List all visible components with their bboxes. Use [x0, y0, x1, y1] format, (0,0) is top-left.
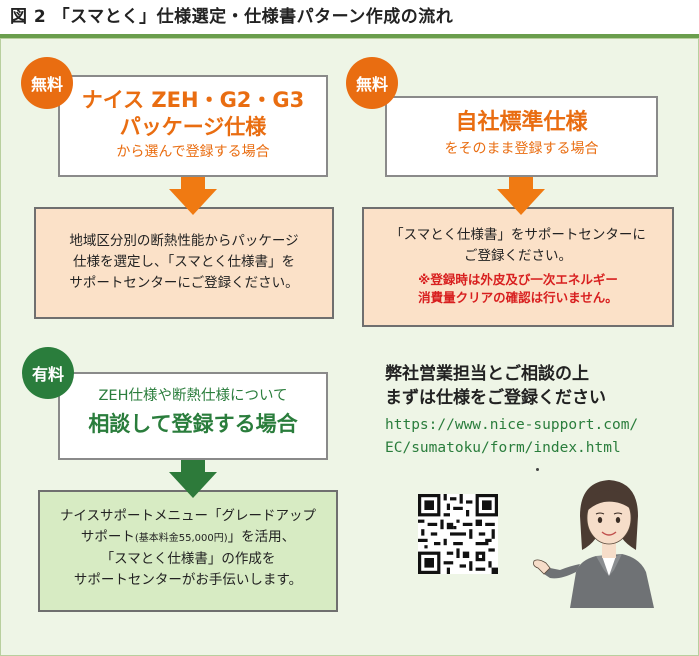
- title-rule: [0, 34, 699, 38]
- card2-note-line1: ※登録時は外皮及び一次エネルギー: [418, 272, 618, 287]
- card1-body-line1: 地域区分別の断熱性能からパッケージ: [69, 233, 299, 249]
- card3-down-arrow-icon: [169, 472, 217, 498]
- card2-body-line1: 「スマとく仕様書」をサポートセンターに: [390, 227, 646, 243]
- card1-heading-box: ナイス ZEH・G2・G3 パッケージ仕様 から選んで登録する場合: [58, 75, 328, 177]
- free-badge-2: 無料: [346, 57, 398, 109]
- card3-body-line1: ナイスサポートメニュー「グレードアップ: [59, 508, 317, 524]
- card3-body-line2c: 」を活用、: [227, 529, 296, 545]
- card2-body-line2: ご登録ください。: [464, 248, 572, 264]
- figure-title: 図 2 「スマとく」仕様選定・仕様書パターン作成の流れ: [10, 7, 454, 27]
- card3-body-line2a: サポート: [80, 529, 135, 545]
- free-badge-1: 無料: [21, 57, 73, 109]
- card2-arrow-stem: [509, 177, 533, 191]
- contact-url-line2[interactable]: EC/sumatoku/form/index.html: [385, 440, 621, 456]
- card3-arrow-stem: [181, 460, 205, 474]
- card1-subheading: から選んで登録する場合: [116, 144, 270, 160]
- qr-code-icon[interactable]: [418, 494, 498, 574]
- dot-mark: [536, 468, 539, 471]
- card3-body-box: ナイスサポートメニュー「グレードアップ サポート(基本料金55,000円)」を活…: [38, 490, 338, 612]
- staff-illustration: [533, 480, 654, 608]
- card1-body-line3: サポートセンターにご登録ください。: [69, 275, 299, 291]
- card2-note-line2: 消費量クリアの確認は行いません。: [418, 290, 618, 305]
- card1-body-line2: 仕様を選定し、「スマとく仕様書」を: [73, 254, 295, 270]
- card3-heading-line1: ZEH仕様や断熱仕様について: [98, 388, 288, 404]
- contact-url-line1[interactable]: https://www.nice-support.com/: [385, 417, 639, 433]
- card1-heading-line1: ナイス ZEH・G2・G3: [81, 88, 305, 112]
- card2-down-arrow-icon: [497, 189, 545, 215]
- card2-heading: 自社標準仕様: [455, 110, 588, 135]
- card1-heading-line2: パッケージ仕様: [119, 115, 267, 139]
- contact-line2: まずは仕様をご登録ください: [385, 388, 606, 408]
- card3-body-line4: サポートセンターがお手伝いします。: [73, 572, 303, 588]
- card1-arrow-stem: [181, 177, 205, 191]
- card2-body-box: 「スマとく仕様書」をサポートセンターに ご登録ください。 ※登録時は外皮及び一次…: [362, 207, 674, 327]
- contact-block: 弊社営業担当とご相談の上 まずは仕様をご登録ください https://www.n…: [385, 362, 685, 460]
- card1-body-box: 地域区分別の断熱性能からパッケージ 仕様を選定し、「スマとく仕様書」を サポート…: [34, 207, 334, 319]
- paid-badge: 有料: [22, 347, 74, 399]
- card2-subheading: をそのまま登録する場合: [444, 141, 599, 157]
- card3-body-line2: サポート(基本料金55,000円)」を活用、: [40, 527, 336, 549]
- card3-heading-line2: 相談して登録する場合: [88, 412, 298, 436]
- card3-body-line3: 「スマとく仕様書」の作成を: [100, 551, 276, 567]
- contact-line1: 弊社営業担当とご相談の上: [385, 364, 589, 384]
- card1-down-arrow-icon: [169, 189, 217, 215]
- card2-heading-box: 自社標準仕様 をそのまま登録する場合: [385, 96, 658, 177]
- card3-fee-note: (基本料金55,000円): [134, 533, 228, 544]
- card3-heading-box: ZEH仕様や断熱仕様について 相談して登録する場合: [58, 372, 328, 460]
